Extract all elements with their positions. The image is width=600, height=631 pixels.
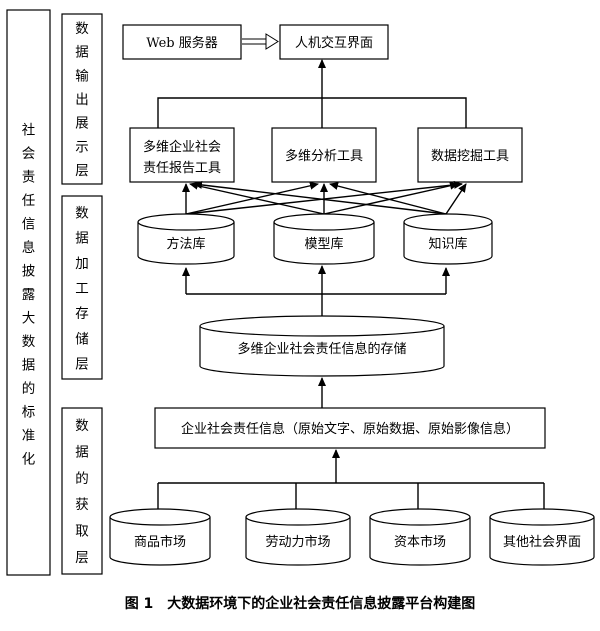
sidebar-title-char: 数 xyxy=(22,334,36,350)
model-library-label: 模型库 xyxy=(304,236,343,252)
layer-output-char: 据 xyxy=(75,45,89,61)
sidebar-title-char: 息 xyxy=(22,239,36,256)
layer-output-char: 输 xyxy=(75,68,89,84)
csr-report-tool-box xyxy=(129,127,235,183)
knowledge-library-label: 知识库 xyxy=(428,236,467,252)
layer-acquire-char: 取 xyxy=(75,524,89,540)
layer-process-char: 存 xyxy=(75,306,89,322)
other-interface-label: 其他社会界面 xyxy=(503,534,581,550)
labor-market-cylinder xyxy=(245,508,351,566)
method-library-cylinder xyxy=(137,213,235,265)
layer-acquire-char: 数 xyxy=(75,418,89,434)
layer-output-char: 数 xyxy=(75,21,89,37)
capital-market-label: 资本市场 xyxy=(394,534,446,550)
analysis-tool-label: 多维分析工具 xyxy=(285,148,363,164)
csr-report-tool-line2: 责任报告工具 xyxy=(143,161,221,176)
layer-acquire-frame xyxy=(61,407,103,575)
sidebar-title-char: 露 xyxy=(22,287,36,303)
goods-market-label: 商品市场 xyxy=(134,534,186,550)
layer-output-char: 展 xyxy=(75,116,89,132)
goods-market-cylinder xyxy=(109,508,211,566)
method-library-label: 方法库 xyxy=(166,236,205,252)
layer-output-char: 示 xyxy=(75,139,89,155)
analysis-tool-box xyxy=(271,127,377,183)
labor-market-label: 劳动力市场 xyxy=(265,534,330,550)
sidebar-title-char: 任 xyxy=(22,193,36,209)
mining-tool-box xyxy=(417,127,523,183)
sidebar-title-char: 大 xyxy=(22,310,36,326)
sidebar-title-char: 的 xyxy=(22,381,36,397)
knowledge-library-cylinder xyxy=(403,213,493,265)
sidebar-title-char: 标 xyxy=(22,404,36,420)
web-to-hci-arrow xyxy=(242,33,279,50)
sidebar-title-char: 社 xyxy=(22,123,36,139)
other-interface-cylinder xyxy=(489,508,595,566)
layer-process-char: 加 xyxy=(75,256,89,272)
layer-process-char: 数 xyxy=(75,206,89,222)
sidebar-title-char: 信 xyxy=(22,217,36,233)
tools-branch-lines xyxy=(157,97,467,128)
web-server-label: Web 服务器 xyxy=(146,35,217,51)
hci-box xyxy=(279,24,389,60)
layer-process-char: 储 xyxy=(75,331,89,347)
layer-process-char: 据 xyxy=(75,231,89,247)
capital-market-cylinder xyxy=(369,508,471,566)
sidebar-title-char: 责 xyxy=(22,170,36,186)
sidebar-title-char: 披 xyxy=(22,264,36,280)
layer-acquire-char: 层 xyxy=(75,550,89,566)
storage-label: 多维企业社会责任信息的存储 xyxy=(237,341,406,357)
layer-process-char: 工 xyxy=(75,281,89,297)
model-library-cylinder xyxy=(273,213,375,265)
sidebar-frame xyxy=(6,9,51,576)
layer-process-frame xyxy=(61,195,103,380)
csr-info-box xyxy=(154,407,546,449)
layer-acquire-char: 的 xyxy=(75,471,89,487)
layer-output-frame xyxy=(61,13,103,185)
sources-branch-lines xyxy=(157,482,545,510)
layer-output-char: 层 xyxy=(75,163,89,179)
layer-output-char: 出 xyxy=(75,92,89,108)
sidebar-title-char: 据 xyxy=(22,357,36,373)
sidebar-title-char: 化 xyxy=(22,451,36,467)
layer-acquire-char: 据 xyxy=(75,445,89,461)
csr-info-label: 企业社会责任信息（原始文字、原始数据、原始影像信息） xyxy=(181,421,519,437)
hci-label: 人机交互界面 xyxy=(295,35,373,51)
mining-tool-label: 数据挖掘工具 xyxy=(431,149,509,164)
figure-caption: 图 1 大数据环境下的企业社会责任信息披露平台构建图 xyxy=(125,595,476,612)
library-to-tool-arrows xyxy=(182,180,467,215)
storage-cylinder xyxy=(199,315,445,377)
layer-acquire-char: 获 xyxy=(75,497,89,513)
sidebar-title-char: 准 xyxy=(22,428,36,444)
layer-process-char: 层 xyxy=(75,356,89,372)
sidebar-title-char: 会 xyxy=(22,146,36,162)
web-server-box xyxy=(122,24,242,60)
csr-report-tool-line1: 多维企业社会 xyxy=(143,139,221,155)
